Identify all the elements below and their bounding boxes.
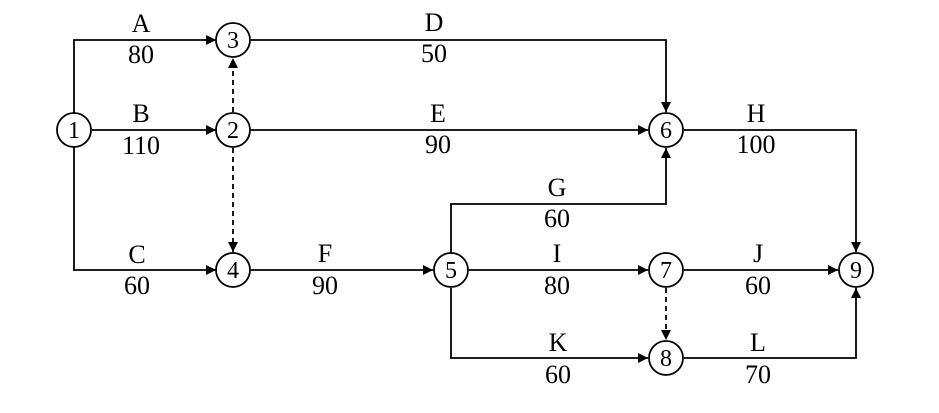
activity-J-duration: 60 — [745, 271, 771, 300]
activity-I-name: I — [553, 239, 562, 268]
activity-B-name: B — [132, 99, 149, 128]
node-6: 6 — [648, 112, 684, 148]
edge-H — [684, 129, 861, 252]
edges — [73, 35, 861, 363]
activity-I-duration: 80 — [544, 271, 570, 300]
activity-E-duration: 90 — [425, 130, 451, 159]
node-1-label: 1 — [68, 118, 80, 144]
activity-C-duration: 60 — [124, 271, 150, 300]
node-8-label: 8 — [660, 346, 672, 372]
nodes: 1 2 3 4 5 6 7 8 — [56, 22, 874, 376]
activity-F-duration: 90 — [312, 271, 338, 300]
node-9: 9 — [838, 252, 874, 288]
activity-E-name: E — [430, 99, 446, 128]
activity-L-name: L — [750, 328, 766, 357]
activity-D-name: D — [425, 8, 444, 37]
node-1: 1 — [56, 112, 92, 148]
activity-H-duration: 100 — [737, 130, 776, 159]
node-3: 3 — [215, 22, 251, 58]
activity-G-duration: 60 — [544, 204, 570, 233]
node-6-label: 6 — [660, 118, 672, 144]
node-2-label: 2 — [227, 118, 239, 144]
activity-D-duration: 50 — [421, 39, 447, 68]
edge-D — [251, 39, 671, 112]
edge-L — [684, 288, 861, 359]
activity-H-name: H — [747, 99, 766, 128]
edge-G — [450, 148, 671, 253]
activity-K-name: K — [549, 328, 568, 357]
activity-G-name: G — [548, 173, 567, 202]
activity-K-duration: 60 — [545, 360, 571, 389]
node-8: 8 — [648, 340, 684, 376]
activity-labels: A 80 B 110 C 60 D 50 E 90 F 90 G 60 H 10… — [122, 8, 776, 389]
node-9-label: 9 — [850, 258, 862, 284]
activity-A-duration: 80 — [128, 40, 154, 69]
node-5-label: 5 — [445, 258, 457, 284]
edge-A — [73, 35, 216, 113]
edge-K — [450, 288, 648, 363]
activity-C-name: C — [128, 240, 145, 269]
node-3-label: 3 — [227, 28, 239, 54]
node-7-label: 7 — [660, 258, 672, 284]
node-4: 4 — [215, 252, 251, 288]
activity-J-name: J — [753, 239, 763, 268]
activity-A-name: A — [132, 9, 151, 38]
edge-C — [73, 147, 216, 275]
node-4-label: 4 — [227, 258, 239, 284]
node-5: 5 — [433, 252, 469, 288]
node-2: 2 — [215, 112, 251, 148]
activity-F-name: F — [318, 239, 332, 268]
activity-L-duration: 70 — [745, 360, 771, 389]
activity-B-duration: 110 — [122, 131, 160, 160]
node-7: 7 — [648, 252, 684, 288]
